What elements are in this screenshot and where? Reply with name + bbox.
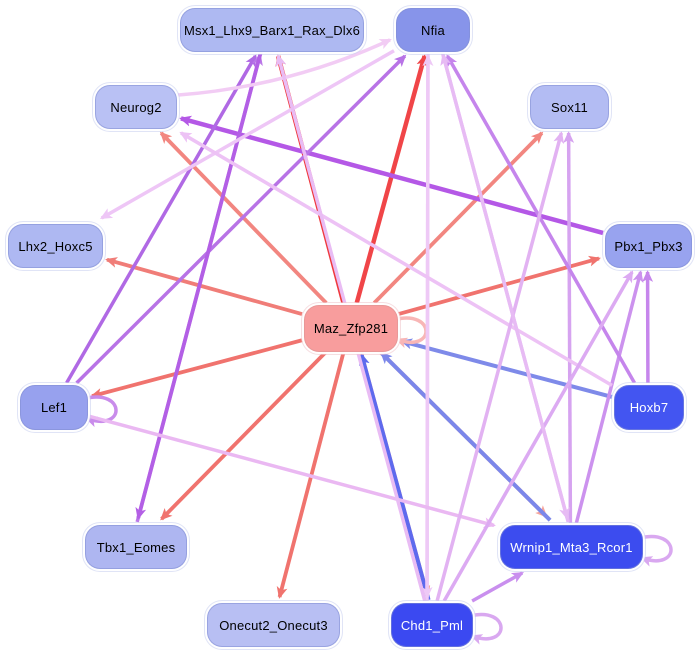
node-msx1[interactable]: Msx1_Lhx9_Barx1_Rax_Dlx6: [180, 8, 364, 52]
node-neurog2[interactable]: Neurog2: [95, 85, 177, 129]
edge-pbx1-neurog2: [179, 115, 604, 236]
node-label: Hoxb7: [629, 400, 669, 415]
edge-wrnip1-sox11: [563, 131, 575, 524]
node-label: Wrnip1_Mta3_Rcor1: [510, 539, 633, 555]
node-label: Onecut2_Onecut3: [219, 617, 328, 633]
edge-lef1-nfia: [75, 54, 407, 385]
edge-nfia-lhx2: [99, 49, 395, 220]
edge-wrnip1-pbx1: [574, 270, 644, 524]
node-maz[interactable]: Maz_Zfp281: [304, 305, 398, 352]
node-label: Lef1: [40, 400, 68, 415]
node-label: Tbx1_Eomes: [96, 539, 176, 555]
edge-chd1-wrnip1: [471, 571, 524, 603]
node-label: Msx1_Lhx9_Barx1_Rax_Dlx6: [183, 22, 361, 38]
node-label: Sox11: [551, 99, 588, 115]
node-sox11[interactable]: Sox11: [530, 85, 609, 129]
node-hoxb7[interactable]: Hoxb7: [614, 385, 684, 430]
edge-chd1-sox11: [435, 131, 565, 602]
node-pbx1[interactable]: Pbx1_Pbx3: [605, 224, 692, 268]
edge-lef1-wrnip1: [87, 414, 496, 529]
node-chd1[interactable]: Chd1_Pml: [391, 603, 473, 647]
edge-hoxb7-neurog2: [179, 131, 613, 387]
node-tbx1[interactable]: Tbx1_Eomes: [85, 525, 187, 569]
edge-wrnip1-maz: [380, 351, 552, 522]
edge-maz-lef1: [90, 338, 303, 399]
edge-neurog2-nfia: [176, 38, 392, 97]
edge-chd1-pbx1: [442, 270, 634, 602]
edge-hoxb7-nfia: [445, 54, 637, 384]
node-label: Maz_Zfp281: [313, 321, 389, 336]
node-lef1[interactable]: Lef1: [20, 385, 88, 430]
node-label: Chd1_Pml: [400, 617, 464, 633]
edge-nfia-wrnip1: [440, 50, 570, 520]
edge-maz-sox11: [372, 131, 544, 305]
edge-lef1-lef1-selfloop: [84, 395, 118, 428]
edge-maz-maz-selfloop: [394, 316, 428, 349]
node-label: Pbx1_Pbx3: [614, 238, 683, 254]
edge-lef1-msx1: [65, 54, 257, 384]
node-label: Nfia: [421, 22, 445, 38]
node-onecut2[interactable]: Onecut2_Onecut3: [207, 603, 340, 647]
node-nfia[interactable]: Nfia: [396, 8, 470, 52]
edge-chd1-chd1-selfloop: [469, 612, 503, 645]
edge-maz-nfia: [354, 54, 428, 304]
edge-nfia-chd1: [421, 51, 433, 599]
edge-wrnip1-wrnip1-selfloop: [639, 534, 673, 567]
node-label: Lhx2_Hoxc5: [18, 238, 93, 254]
node-wrnip1[interactable]: Wrnip1_Mta3_Rcor1: [500, 525, 643, 569]
edge-chd1-maz: [358, 353, 431, 601]
node-label: Neurog2: [110, 99, 162, 115]
edge-maz-pbx1: [397, 255, 601, 317]
edge-maz-lhx2: [105, 257, 303, 316]
node-lhx2[interactable]: Lhx2_Hoxc5: [8, 224, 103, 268]
edge-msx1-tbx1: [135, 50, 263, 520]
edge-maz-tbx1: [160, 350, 328, 521]
edge-hoxb7-maz: [400, 338, 613, 399]
